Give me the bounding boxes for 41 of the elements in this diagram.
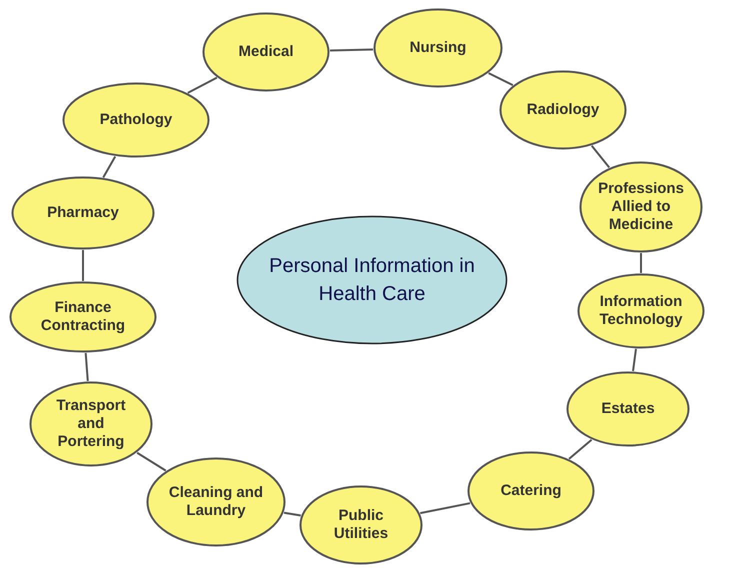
node-label: Medical — [237, 43, 295, 61]
node-label: Cleaning and Laundry — [168, 484, 264, 520]
connector-line — [488, 72, 514, 86]
department-ellipse — [202, 12, 330, 92]
connector-line — [136, 452, 166, 472]
node-label: Estates — [600, 400, 656, 418]
node-label: Radiology — [526, 101, 600, 119]
connector-line — [632, 348, 637, 372]
node-label: Information Technology — [598, 293, 684, 329]
connector-line — [420, 502, 470, 514]
node-label: Finance Contracting — [40, 299, 126, 335]
department-ellipse — [11, 176, 155, 250]
department-ellipse — [146, 457, 286, 547]
connector-line — [568, 439, 592, 460]
node-label: Transport and Portering — [55, 397, 127, 451]
node-label: Professions Allied to Medicine — [597, 180, 685, 234]
department-ellipse — [577, 273, 705, 349]
department-ellipse — [467, 451, 595, 531]
connector-line — [84, 352, 89, 382]
node-label: Nursing — [408, 39, 468, 57]
node-label: Catering — [500, 482, 562, 500]
department-ellipse — [566, 371, 690, 447]
department-ellipse — [62, 82, 210, 158]
node-label: Pathology — [98, 111, 174, 129]
connector-line — [590, 145, 610, 168]
connector-line — [82, 250, 84, 281]
node-label: Pharmacy — [46, 204, 120, 222]
connector-line — [640, 253, 642, 273]
connector-line — [187, 76, 218, 94]
department-ellipse — [299, 485, 423, 565]
department-ellipse — [9, 281, 157, 353]
connector-line — [330, 48, 374, 52]
node-label: Personal Information in Health Care — [268, 254, 476, 307]
department-ellipse — [579, 161, 703, 253]
connector-line — [102, 156, 116, 178]
department-ellipse — [373, 8, 503, 88]
central-ellipse — [236, 215, 508, 345]
department-ellipse — [29, 381, 153, 467]
connector-line — [284, 512, 301, 516]
node-label: Public Utilities — [332, 507, 390, 543]
department-ellipse — [499, 70, 627, 150]
